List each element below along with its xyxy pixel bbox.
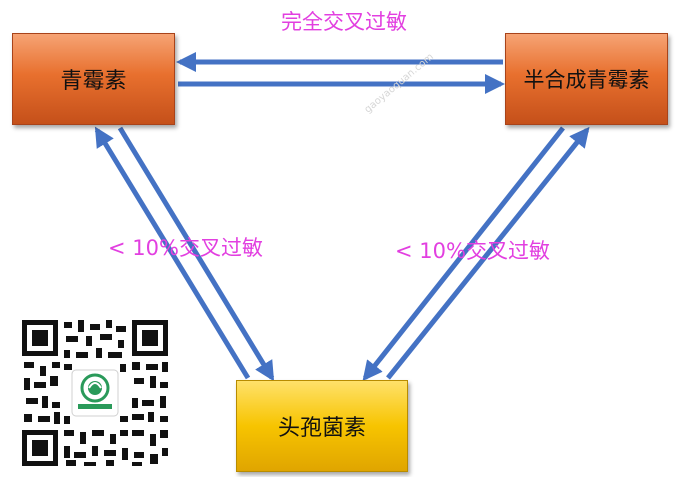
node-cephalosporin: 头孢菌素 bbox=[236, 380, 408, 472]
arrow-ceph-to-semi bbox=[386, 126, 590, 380]
arrow-penicillin-to-ceph bbox=[117, 126, 275, 382]
qr-code-icon bbox=[20, 318, 170, 468]
label-full-cross-allergy: 完全交叉过敏 bbox=[281, 10, 407, 34]
label-right-cross-allergy: < 10%交叉过敏 bbox=[395, 239, 550, 263]
node-semisynthetic-label: 半合成青霉素 bbox=[523, 68, 650, 92]
node-penicillin-label: 青霉素 bbox=[60, 69, 127, 94]
node-semisynthetic-penicillin: 半合成青霉素 bbox=[505, 33, 668, 125]
label-left-cross-allergy: < 10%交叉过敏 bbox=[108, 236, 263, 260]
node-penicillin: 青霉素 bbox=[12, 33, 175, 125]
logo-seal-icon bbox=[78, 373, 112, 409]
arrow-semi-to-ceph bbox=[362, 126, 565, 382]
arrow-ceph-to-penicillin bbox=[94, 126, 251, 380]
node-cephalosporin-label: 头孢菌素 bbox=[277, 416, 366, 441]
